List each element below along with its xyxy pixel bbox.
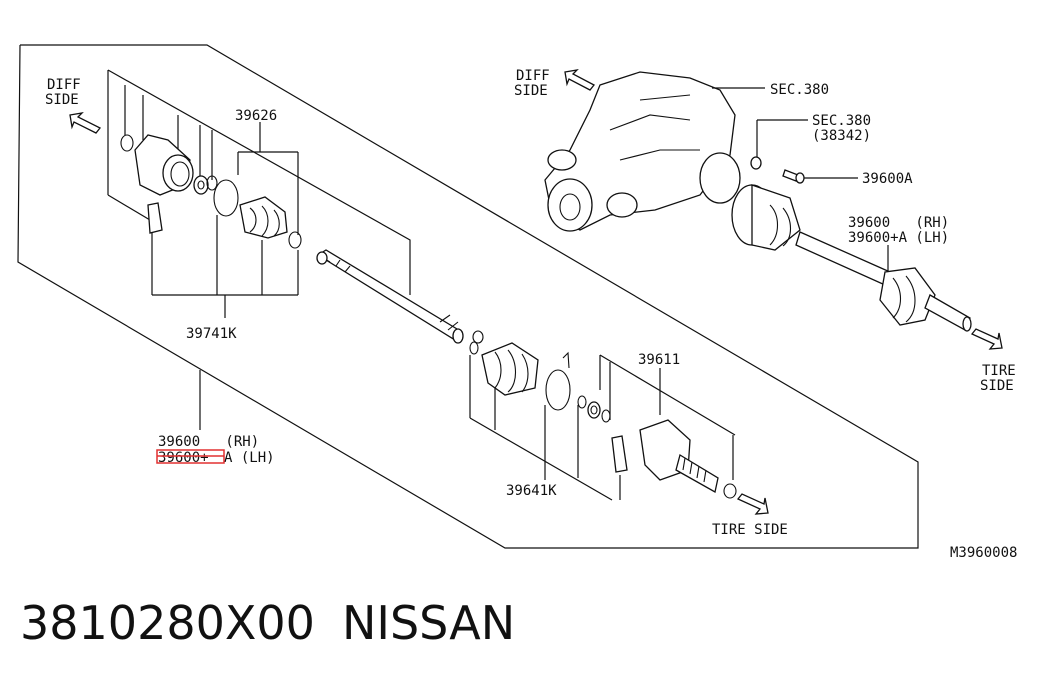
label-sec380b: SEC.380 <box>812 113 871 129</box>
label-39600a-lh-right: 39600+A (LH) <box>848 230 949 246</box>
grease-tube-right-icon <box>611 435 628 473</box>
drive-shaft-icon <box>316 249 464 344</box>
tire-side-label-right-1: TIRE <box>982 363 1016 379</box>
parts-box-inner <box>107 69 411 295</box>
leader-lines-center <box>199 354 736 501</box>
label-39600a: 39600A <box>862 171 913 187</box>
tire-side-arrow-right <box>970 328 1003 350</box>
label-39600-rh: 39600 (RH) <box>158 434 259 450</box>
diff-side-arrow-right <box>564 69 596 91</box>
diff-side-arrow-left <box>69 112 102 134</box>
label-39600-rh-right: 39600 (RH) <box>848 215 949 231</box>
inner-joint-housing-icon <box>134 134 194 196</box>
grease-tube-icon <box>147 202 163 234</box>
label-sec380: SEC.380 <box>770 82 829 98</box>
assembled-shaft-icon <box>731 184 972 332</box>
label-39626: 39626 <box>235 108 277 124</box>
label-39611: 39611 <box>638 352 680 368</box>
bolt-icon <box>782 169 805 184</box>
label-39641k: 39641K <box>506 483 557 499</box>
label-39600a-lh-suffix: A (LH) <box>224 450 275 466</box>
snap-ring-icon <box>120 134 134 152</box>
outer-cv-joint-icon <box>639 419 719 494</box>
boot-band-icon <box>213 179 239 217</box>
washer-icon <box>750 156 762 170</box>
diff-side-label-left-1: DIFF <box>47 77 81 93</box>
label-39741k: 39741K <box>186 326 237 342</box>
differential-icon <box>544 71 741 232</box>
diff-side-label-right-1: DIFF <box>516 68 550 84</box>
part-number: 3810280X00 <box>20 596 315 650</box>
snap-ring-right-icon <box>601 409 611 423</box>
large-band-icon <box>545 369 571 411</box>
leader-lines-left <box>107 85 299 318</box>
label-39600a-lh-prefix: 39600+ <box>158 450 209 466</box>
clip-icon <box>472 330 484 344</box>
tire-side-label-bottom: TIRE SIDE <box>712 522 788 538</box>
small-band-icon <box>288 231 302 249</box>
assembly-frame <box>17 44 919 549</box>
inner-boot-icon <box>239 196 288 239</box>
outer-boot-icon <box>481 342 539 396</box>
small-band-right-icon <box>469 341 479 355</box>
diff-side-label-right-2: SIDE <box>514 83 548 99</box>
spring-clip-icon <box>562 351 570 369</box>
tire-side-label-right-2: SIDE <box>980 378 1014 394</box>
bearing-icon <box>193 175 209 195</box>
stopper-ring-icon <box>577 395 587 409</box>
tire-side-arrow-bottom <box>736 493 769 515</box>
diff-side-label-left-2: SIDE <box>45 92 79 108</box>
label-sec380b-sub: (38342) <box>812 128 871 144</box>
bearing-right-icon <box>587 401 601 419</box>
brand-name: NISSAN <box>342 596 516 650</box>
diagram-code: M3960008 <box>950 545 1017 561</box>
circlip-icon <box>206 175 218 191</box>
o-ring-icon <box>723 483 737 499</box>
